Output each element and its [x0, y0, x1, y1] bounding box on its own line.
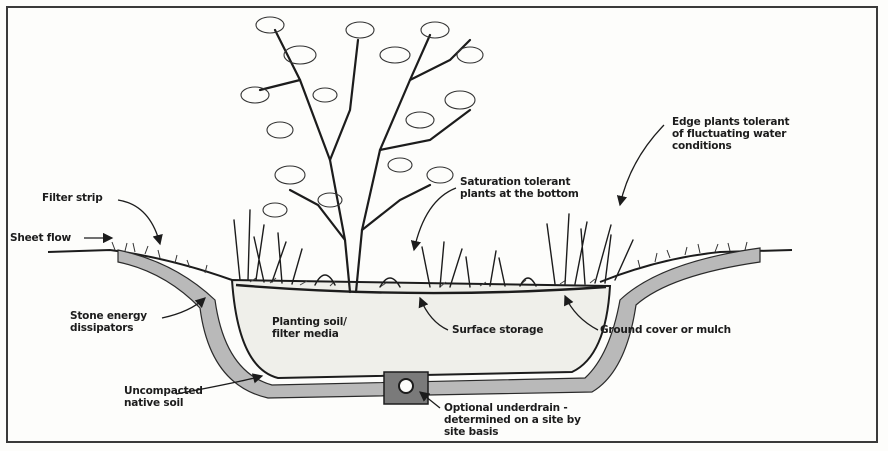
label-uncompacted: Uncompacted native soil — [124, 385, 203, 409]
label-planting-soil: Planting soil/ filter media — [272, 316, 347, 340]
label-underdrain: Optional underdrain - determined on a si… — [444, 402, 581, 438]
label-sheet-flow: Sheet flow — [10, 232, 71, 244]
filter-strip-grass — [112, 242, 747, 273]
tree — [260, 30, 470, 292]
arrow-filter-strip — [118, 200, 160, 244]
underdrain-pipe — [384, 372, 428, 404]
label-stone-energy: Stone energy dissipators — [70, 310, 147, 334]
label-ground-cover: Ground cover or mulch — [600, 324, 731, 336]
label-surface-storage: Surface storage — [452, 324, 543, 336]
label-filter-strip: Filter strip — [42, 192, 103, 204]
label-edge-plants: Edge plants tolerant of fluctuating wate… — [672, 116, 789, 152]
plants — [234, 210, 633, 287]
arrow-edge-plants — [620, 125, 664, 205]
arrow-saturation — [414, 188, 456, 250]
label-saturation-tolerant: Saturation tolerant plants at the bottom — [460, 176, 579, 200]
tree-leaves — [241, 17, 483, 217]
